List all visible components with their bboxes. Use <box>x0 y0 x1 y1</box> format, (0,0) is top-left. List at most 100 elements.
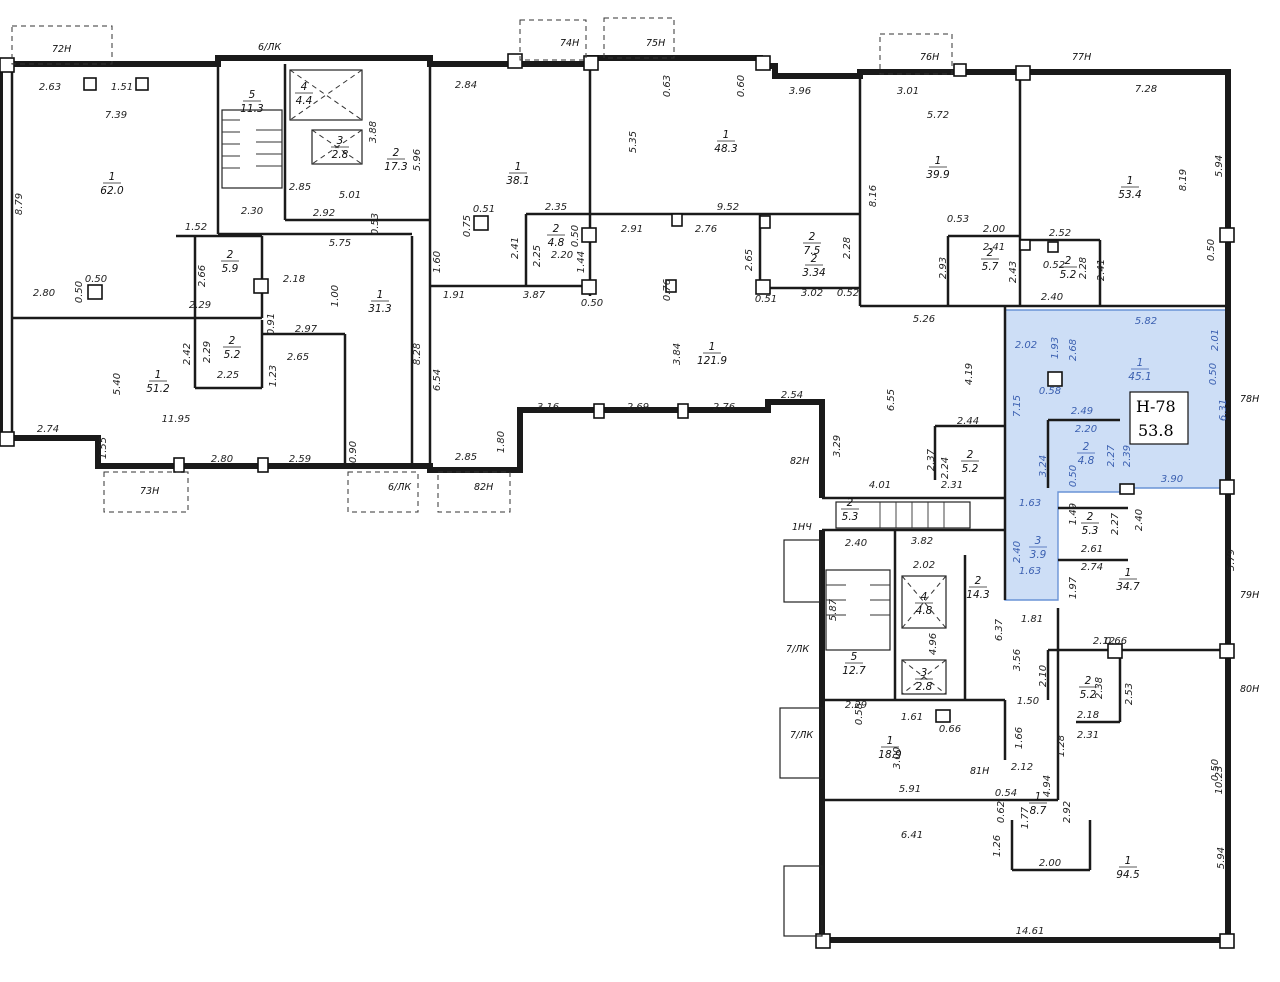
external-terraces <box>11 17 953 937</box>
room-area: 5.2 <box>1060 269 1077 281</box>
room-label: 25.2 <box>961 449 979 475</box>
dimension-label: 2.20 <box>1075 424 1097 435</box>
room-area: 51.2 <box>146 383 170 395</box>
room-area: 45.1 <box>1128 371 1151 383</box>
dimension-label: 0.50 <box>85 274 107 285</box>
dimension-label: 2.41 <box>1096 259 1107 281</box>
unit-label-box[interactable]: Н-78 53.8 <box>1129 391 1189 445</box>
room-area: 4.8 <box>548 237 565 249</box>
room-label: 131.3 <box>368 289 391 315</box>
room-number: 2 <box>393 147 400 159</box>
unit-tag: 7/ЛК <box>786 644 810 655</box>
room-number: 2 <box>847 497 854 509</box>
room-area: 4.8 <box>916 605 933 617</box>
room-number: 1 <box>377 289 384 301</box>
dimension-label: 2.80 <box>211 454 233 465</box>
dimension-label: 1.63 <box>1019 566 1041 577</box>
dimension-label: 5.01 <box>339 190 361 201</box>
dimension-label: 6.41 <box>901 830 923 841</box>
room-label: 134.7 <box>1116 567 1140 593</box>
dimension-label: 1.80 <box>496 431 507 453</box>
room-number: 1 <box>1137 357 1144 369</box>
room-area: 5.3 <box>842 511 859 523</box>
room-area: 18.9 <box>878 749 902 761</box>
dimension-label: 2.54 <box>781 390 803 401</box>
dimension-label: 10.23 <box>1214 766 1225 795</box>
room-label: 32.8 <box>915 667 933 693</box>
dimension-label: 1.77 <box>1020 806 1031 829</box>
dimension-label: 0.51 <box>755 294 777 305</box>
dimension-label: 1.00 <box>330 285 341 307</box>
dimension-label: 2.63 <box>39 82 61 93</box>
room-number: 1 <box>935 155 942 167</box>
dimension-label: 2.61 <box>1081 544 1103 555</box>
room-number: 3 <box>1035 535 1042 547</box>
room-area: 62.0 <box>100 185 124 197</box>
dimension-label: 4.19 <box>964 363 975 385</box>
dimension-label: 2.38 <box>1094 677 1105 699</box>
room-area: 17.3 <box>384 161 407 173</box>
room-label: 25.2 <box>1079 675 1097 701</box>
dimension-label: 2.91 <box>621 224 643 235</box>
dimension-label: 8.28 <box>412 343 423 365</box>
room-area: 12.7 <box>842 665 866 677</box>
dimension-label: 8.19 <box>1178 169 1189 191</box>
room-label: 145.1 <box>1128 357 1151 383</box>
room-area: 53.4 <box>1118 189 1141 201</box>
dimension-label: 0.58 <box>1039 386 1061 397</box>
unit-tag: 80Н <box>1240 684 1259 695</box>
room-area: 11.3 <box>240 103 263 115</box>
dimension-label: 5.87 <box>828 598 839 621</box>
dimension-label: 1.26 <box>992 835 1003 857</box>
room-number: 1 <box>1125 855 1132 867</box>
room-label: 153.4 <box>1118 175 1141 201</box>
room-label: 18.7 <box>1029 791 1047 817</box>
room-label: 33.9 <box>1029 535 1047 561</box>
dimension-label: 8.79 <box>14 193 25 215</box>
room-area: 121.9 <box>697 355 727 367</box>
dimension-label: 2.35 <box>545 202 567 213</box>
room-number: 3 <box>337 135 344 147</box>
room-area: 2.8 <box>332 149 349 161</box>
dimension-label: 2.29 <box>202 341 213 363</box>
unit-tag: 77Н <box>1072 52 1091 63</box>
dimension-label: 1.44 <box>576 251 587 273</box>
room-number: 1 <box>723 129 730 141</box>
room-label: 139.9 <box>926 155 950 181</box>
dimension-label: 0.60 <box>736 75 747 97</box>
room-area: 3.34 <box>802 267 825 279</box>
dimension-label: 2.41 <box>983 242 1005 253</box>
dimension-label: 1.60 <box>432 251 443 273</box>
dimension-label: 1.93 <box>1050 337 1061 359</box>
room-area: 7.5 <box>804 245 821 257</box>
room-label: 25.3 <box>1081 511 1099 537</box>
unit-tag: 73Н <box>140 486 159 497</box>
room-label: 138.1 <box>506 161 529 187</box>
dimension-label: 2.44 <box>957 416 979 427</box>
dimension-label: 4.94 <box>1042 775 1053 797</box>
dimension-label: 6.55 <box>886 389 897 411</box>
dimension-label: 3.84 <box>672 343 683 365</box>
dimension-label: 2.80 <box>33 288 55 299</box>
room-number: 2 <box>1083 441 1090 453</box>
room-label: 24.8 <box>547 223 565 249</box>
dimension-label: 5.26 <box>913 314 935 325</box>
dimension-label: 1.66 <box>1014 727 1025 749</box>
room-area: 3.9 <box>1030 549 1047 561</box>
interior-walls <box>12 64 1228 872</box>
unit-tag: 82Н <box>474 482 493 493</box>
room-number: 1 <box>1127 175 1134 187</box>
room-label: 25.2 <box>1059 255 1077 281</box>
room-number: 4 <box>301 81 308 93</box>
room-label: 512.7 <box>842 651 866 677</box>
dimension-label: 2.02 <box>1015 340 1037 351</box>
room-area: 5.2 <box>962 463 979 475</box>
dimension-label: 2.85 <box>289 182 311 193</box>
dimension-label: 2.42 <box>182 343 193 365</box>
dimension-label: 0.50 <box>1068 465 1079 487</box>
dimension-label: 0.91 <box>266 313 277 335</box>
room-number: 2 <box>1085 675 1092 687</box>
dimension-label: 2.25 <box>532 245 543 267</box>
